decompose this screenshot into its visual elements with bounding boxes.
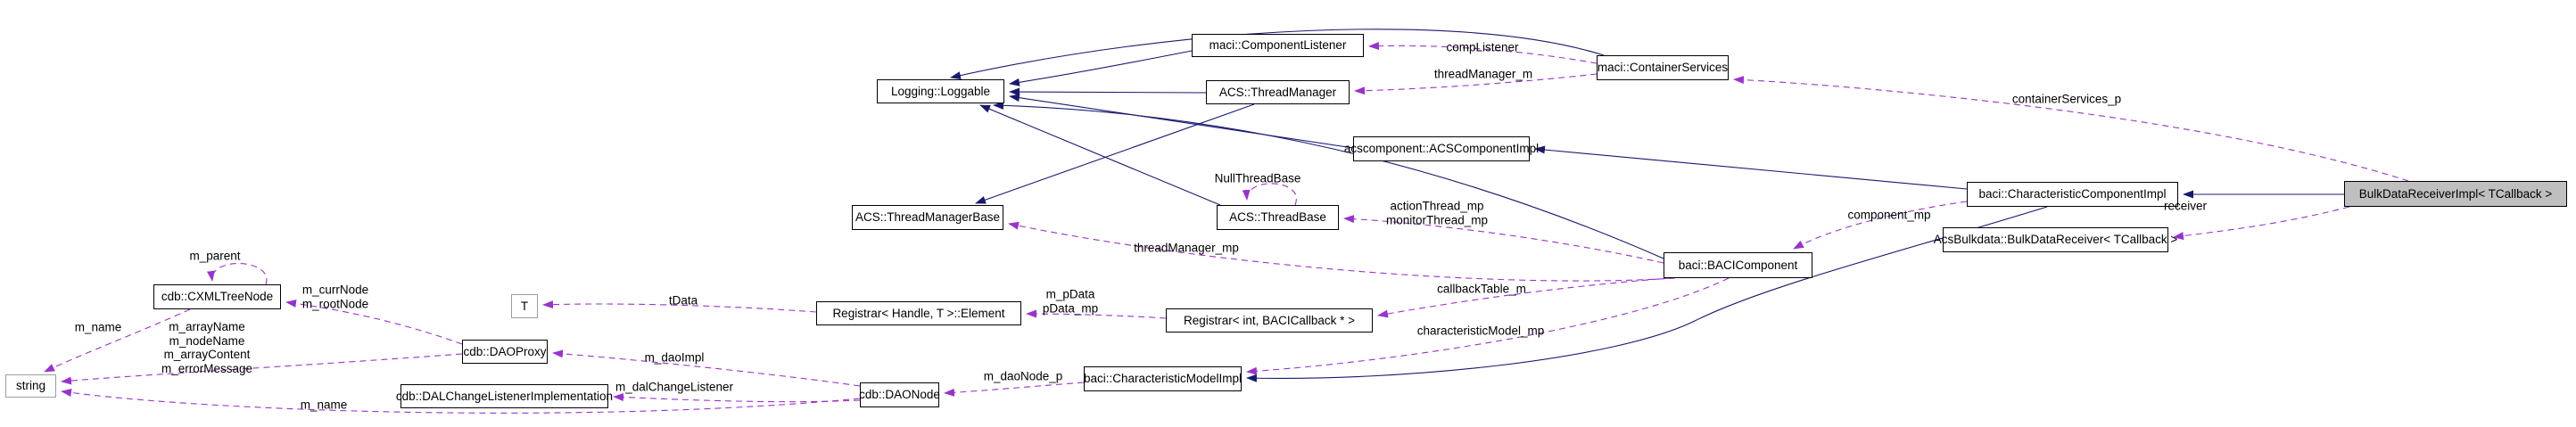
edge-uses-actionthread-monitorthread bbox=[1343, 215, 1664, 264]
edge-label-m-daonode-p: m_daoNode_p bbox=[983, 369, 1063, 383]
edge-uses-mname-tree bbox=[44, 308, 191, 373]
class-node-cdb-daoproxy[interactable]: cdb::DAOProxy bbox=[462, 340, 548, 364]
edge-label-callbacktable-m: callbackTable_m bbox=[1437, 282, 1526, 296]
class-node-cdb-dalchangelistenerimplementation[interactable]: cdb::DALChangeListenerImplementation bbox=[396, 384, 613, 408]
edge-label-complistener: compListener bbox=[1446, 40, 1519, 54]
edge-uses-mname-daonode bbox=[61, 389, 861, 414]
class-node-maci-componentlistener[interactable]: maci::ComponentListener bbox=[1192, 34, 1364, 57]
class-node-acs-threadmanager[interactable]: ACS::ThreadManager bbox=[1206, 80, 1350, 104]
edge-label-monitorthread-line: monitorThread_mp bbox=[1385, 213, 1489, 226]
edge-uses-threadmanager-m bbox=[1354, 73, 1598, 95]
class-node-logging-loggable[interactable]: Logging::Loggable bbox=[877, 79, 1004, 103]
class-node-baci-characteristiccomponentimpl[interactable]: baci::CharacteristicComponentImpl bbox=[1967, 182, 2178, 207]
class-node-template-t: T bbox=[511, 294, 538, 318]
edge-uses-daonode-p bbox=[944, 382, 1085, 397]
edge-uses-tdata bbox=[542, 300, 817, 313]
edge-label-m-arraycontent-line: m_arrayContent bbox=[163, 348, 251, 361]
edge-uses-component-mp bbox=[1793, 201, 1968, 250]
edge-label-threadmanager-m: threadManager_m bbox=[1433, 67, 1533, 81]
edge-uses-nullthreadbase-loop bbox=[1242, 183, 1297, 206]
edge-uses-daoimpl bbox=[552, 349, 861, 387]
edge-label-m-dalchangelistener: m_dalChangeListener bbox=[615, 380, 734, 394]
edge-label-m-name-daonode: m_name bbox=[300, 398, 348, 412]
edge-uses-receiver bbox=[2173, 206, 2350, 241]
edge-label-m-arrayname-line: m_arrayName bbox=[169, 320, 245, 333]
class-node-acs-threadbase[interactable]: ACS::ThreadBase bbox=[1217, 205, 1339, 230]
edge-label-currnode-rootnode: m_currNode m_rootNode bbox=[302, 283, 368, 311]
class-node-cdb-cxmltreenode[interactable]: cdb::CXMLTreeNode bbox=[153, 284, 281, 309]
edge-label-containerservices-p: containerServices_p bbox=[2011, 92, 2122, 106]
edge-uses-proxy-strings bbox=[61, 353, 463, 385]
edge-inherit-characteristiccomponentimpl-characteristicmodelimpl bbox=[1246, 206, 2048, 382]
class-node-acscomponent-acscomponentimpl[interactable]: acscomponent::ACSComponentImpl bbox=[1344, 136, 1539, 161]
class-node-registrar-element[interactable]: Registrar< Handle, T >::Element bbox=[816, 301, 1021, 325]
edge-label-m-errormessage-line: m_errorMessage bbox=[161, 361, 253, 375]
edge-label-rootnode-line: m_rootNode bbox=[301, 297, 369, 310]
edge-label-m-name-tree: m_name bbox=[74, 320, 122, 334]
edge-label-actionthread-monitorthread: actionThread_mp monitorThread_mp bbox=[1386, 200, 1488, 227]
class-node-registrar-int-bacicallback[interactable]: Registrar< int, BACICallback * > bbox=[1166, 308, 1373, 333]
edge-label-proxy-strings: m_arrayName m_nodeName m_arrayContent m_… bbox=[161, 320, 252, 375]
edge-inherit-containerservices-loggable bbox=[950, 29, 1605, 79]
edge-inherit-componentlistener-loggable bbox=[1009, 50, 1193, 86]
edge-uses-threadmanager-mp bbox=[1008, 221, 1676, 282]
edge-label-pdata: m_pData pData_mp bbox=[1043, 288, 1098, 316]
edge-inherit-characteristiccomponentimpl-acscomponentimpl bbox=[1534, 145, 1968, 190]
edge-label-m-parent: m_parent bbox=[189, 249, 241, 263]
edge-label-pdata-mp-line: pData_mp bbox=[1042, 301, 1099, 315]
class-node-acs-threadmanagerbase[interactable]: ACS::ThreadManagerBase bbox=[852, 205, 1003, 230]
edge-inherit-threadmanager-threadmanagerbase bbox=[975, 103, 1255, 204]
edge-label-tdata: tData bbox=[668, 293, 698, 308]
edge-inherit-acscomponentimpl-loggable bbox=[1009, 94, 1354, 149]
edge-label-threadmanager-mp: threadManager_mp bbox=[1134, 241, 1239, 255]
edge-label-nullthreadbase: NullThreadBase bbox=[1214, 171, 1301, 185]
edge-uses-pdata bbox=[1026, 309, 1167, 319]
class-node-acsbulkdata-bulkdatareceiver[interactable]: AcsBulkdata::BulkDataReceiver< TCallback… bbox=[1934, 227, 2177, 252]
edge-label-actionthread-line: actionThread_mp bbox=[1390, 199, 1484, 213]
class-node-baci-characteristicmodelimpl[interactable]: baci::CharacteristicModelImpl bbox=[1084, 366, 1242, 391]
edge-uses-dalchangelistener bbox=[613, 393, 861, 403]
edge-inherit-bacicomponent-loggable bbox=[993, 101, 1664, 259]
edge-inherit-threadbase-loggable bbox=[979, 104, 1221, 206]
class-node-bulkdatareceiverimpl-current: BulkDataReceiverImpl< TCallback > bbox=[2344, 181, 2567, 207]
edge-label-mpdata-line: m_pData bbox=[1045, 287, 1095, 301]
edge-uses-complistener bbox=[1368, 42, 1598, 64]
edge-uses-callbacktable-m bbox=[1377, 277, 1671, 318]
edge-label-m-nodename-line: m_nodeName bbox=[169, 333, 245, 348]
edge-label-receiver: receiver bbox=[2163, 199, 2208, 213]
edge-label-component-mp: component_mp bbox=[1847, 208, 1931, 222]
class-node-maci-containerservices[interactable]: maci::ContainerServices bbox=[1597, 55, 1729, 80]
edge-uses-currnode-rootnode bbox=[285, 299, 463, 345]
edge-label-m-daoimpl: m_daoImpl bbox=[644, 350, 705, 365]
edge-label-characteristicmodel-mp: characteristicModel_mp bbox=[1416, 324, 1545, 338]
edge-label-currnode-line: m_currNode bbox=[301, 283, 369, 297]
edge-uses-mparent-loop bbox=[207, 263, 268, 285]
class-node-cdb-daonode[interactable]: cdb::DAONode bbox=[859, 382, 940, 407]
edge-inherit-threadmanager-loggable bbox=[1009, 87, 1207, 96]
edge-uses-characteristicmodel-mp bbox=[1246, 277, 1730, 375]
class-node-baci-bacicomponent[interactable]: baci::BACIComponent bbox=[1664, 252, 1812, 278]
class-node-string: string bbox=[5, 374, 56, 398]
